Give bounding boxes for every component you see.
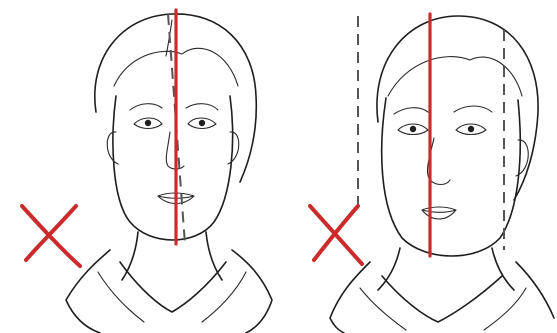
right-portrait-drawing <box>278 0 557 333</box>
left-eyebrow-right <box>186 104 218 110</box>
right-eyebrow-right <box>454 106 492 112</box>
left-collar-inner <box>98 272 246 322</box>
right-pupil-left <box>410 126 416 132</box>
right-panel <box>278 0 557 333</box>
left-pupil-left <box>145 120 151 126</box>
right-hair-outline <box>377 16 538 200</box>
right-collar <box>330 262 554 333</box>
right-eyebrow-left <box>394 108 428 114</box>
left-eyebrow-left <box>130 104 162 110</box>
right-hair-fringe <box>388 57 522 96</box>
left-collar <box>66 250 272 333</box>
left-pupil-right <box>199 120 205 126</box>
right-collar-inner <box>360 288 526 330</box>
right-wrong-x-mark <box>310 206 362 264</box>
left-panel <box>0 0 278 333</box>
right-mouth-line <box>422 210 456 212</box>
left-wrong-x-mark <box>22 206 80 266</box>
right-mouth <box>422 207 456 219</box>
right-pupil-right <box>468 126 474 132</box>
right-portrait <box>330 16 554 333</box>
right-face-outline <box>382 98 521 256</box>
left-face-outline <box>113 96 233 240</box>
left-portrait <box>66 14 272 333</box>
left-portrait-drawing <box>0 0 278 333</box>
right-ear <box>516 140 528 176</box>
